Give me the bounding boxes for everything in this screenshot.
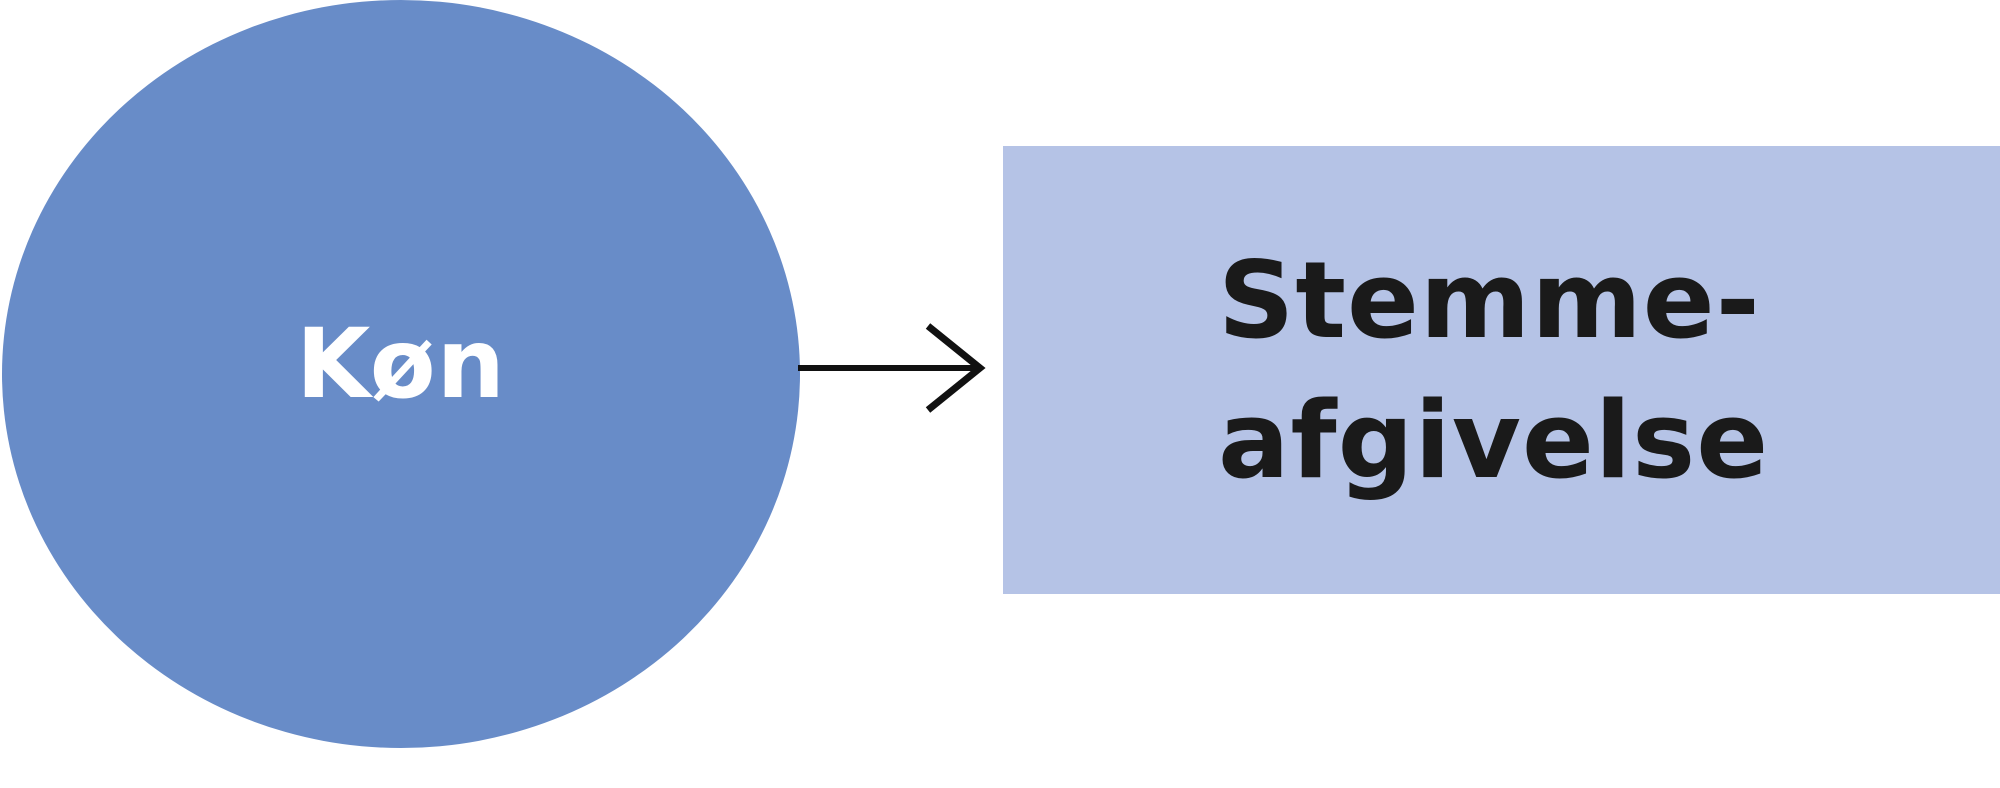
arrow-icon <box>798 323 986 413</box>
target-node-box: Stemme- afgivelse <box>1003 146 2000 594</box>
source-node-ellipse: Køn <box>2 0 800 748</box>
target-node-label: Stemme- afgivelse <box>1218 231 1769 511</box>
target-node-label-line-1: Stemme- <box>1218 239 1761 362</box>
source-node-label: Køn <box>296 308 506 420</box>
target-node-label-line-2: afgivelse <box>1218 379 1770 502</box>
